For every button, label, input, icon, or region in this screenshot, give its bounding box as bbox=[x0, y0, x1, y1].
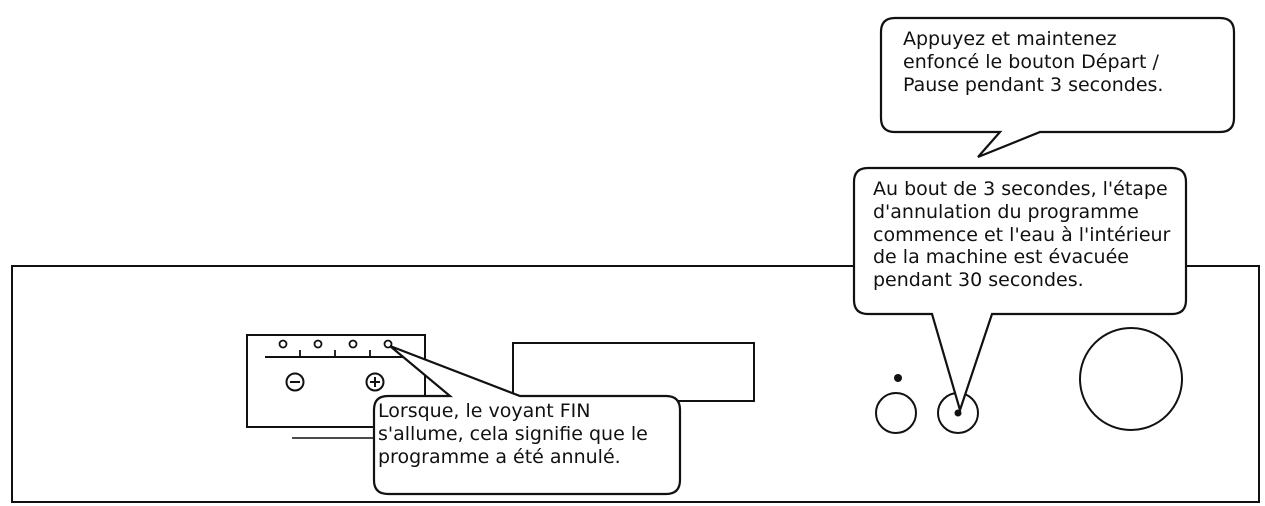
callout-line: Pause pendant 3 secondes. bbox=[903, 73, 1164, 96]
callout-bubble-cancel-stage bbox=[852, 166, 1188, 414]
program-selector-box bbox=[246, 334, 426, 428]
callout-line: d'annulation du programme bbox=[873, 200, 1139, 223]
plus-symbol-label: ⊕ bbox=[367, 371, 382, 392]
callout-line: enfoncé le bouton Départ / bbox=[903, 50, 1159, 73]
large-knob[interactable] bbox=[1079, 327, 1183, 431]
indicator-light-1 bbox=[278, 339, 288, 349]
indicator-light-end bbox=[383, 339, 393, 349]
plus-button[interactable] bbox=[365, 372, 385, 392]
callout-text-cancel-stage: Au bout de 3 secondes, l'étape d'annulat… bbox=[873, 178, 1170, 292]
callout-line: programme a été annulé. bbox=[378, 445, 621, 468]
callout-line: Appuyez et maintenez bbox=[903, 28, 1117, 50]
display-window bbox=[512, 342, 755, 402]
callout-bubble-end-light bbox=[372, 344, 682, 496]
callout-text-end-light: Lorsque, le voyant FIN s'allume, cela si… bbox=[378, 400, 648, 468]
callout-line: Au bout de 3 secondes, l'étape bbox=[873, 178, 1168, 200]
callout-line: s'allume, cela signifie que le bbox=[378, 422, 648, 445]
power-button[interactable] bbox=[875, 392, 917, 434]
callout-line: pendant 30 secondes. bbox=[873, 269, 1084, 292]
callout-line: de la machine est évacuée bbox=[873, 246, 1129, 269]
indicator-light-3 bbox=[348, 339, 358, 349]
control-panel-outline bbox=[11, 265, 1260, 503]
callout-line: commence et l'eau à l'intérieur bbox=[873, 223, 1171, 246]
program-selector bbox=[246, 334, 426, 439]
callout-text-hold-button: Appuyez et maintenez enfoncé le bouton D… bbox=[903, 28, 1163, 96]
callout-line: Lorsque, le voyant FIN bbox=[378, 400, 591, 422]
callout-bubble-hold-button bbox=[879, 16, 1236, 159]
minus-button[interactable] bbox=[285, 372, 305, 392]
minus-symbol-label: ⊖ bbox=[287, 371, 302, 392]
power-indicator-dot bbox=[894, 374, 902, 382]
indicator-light-2 bbox=[313, 339, 323, 349]
